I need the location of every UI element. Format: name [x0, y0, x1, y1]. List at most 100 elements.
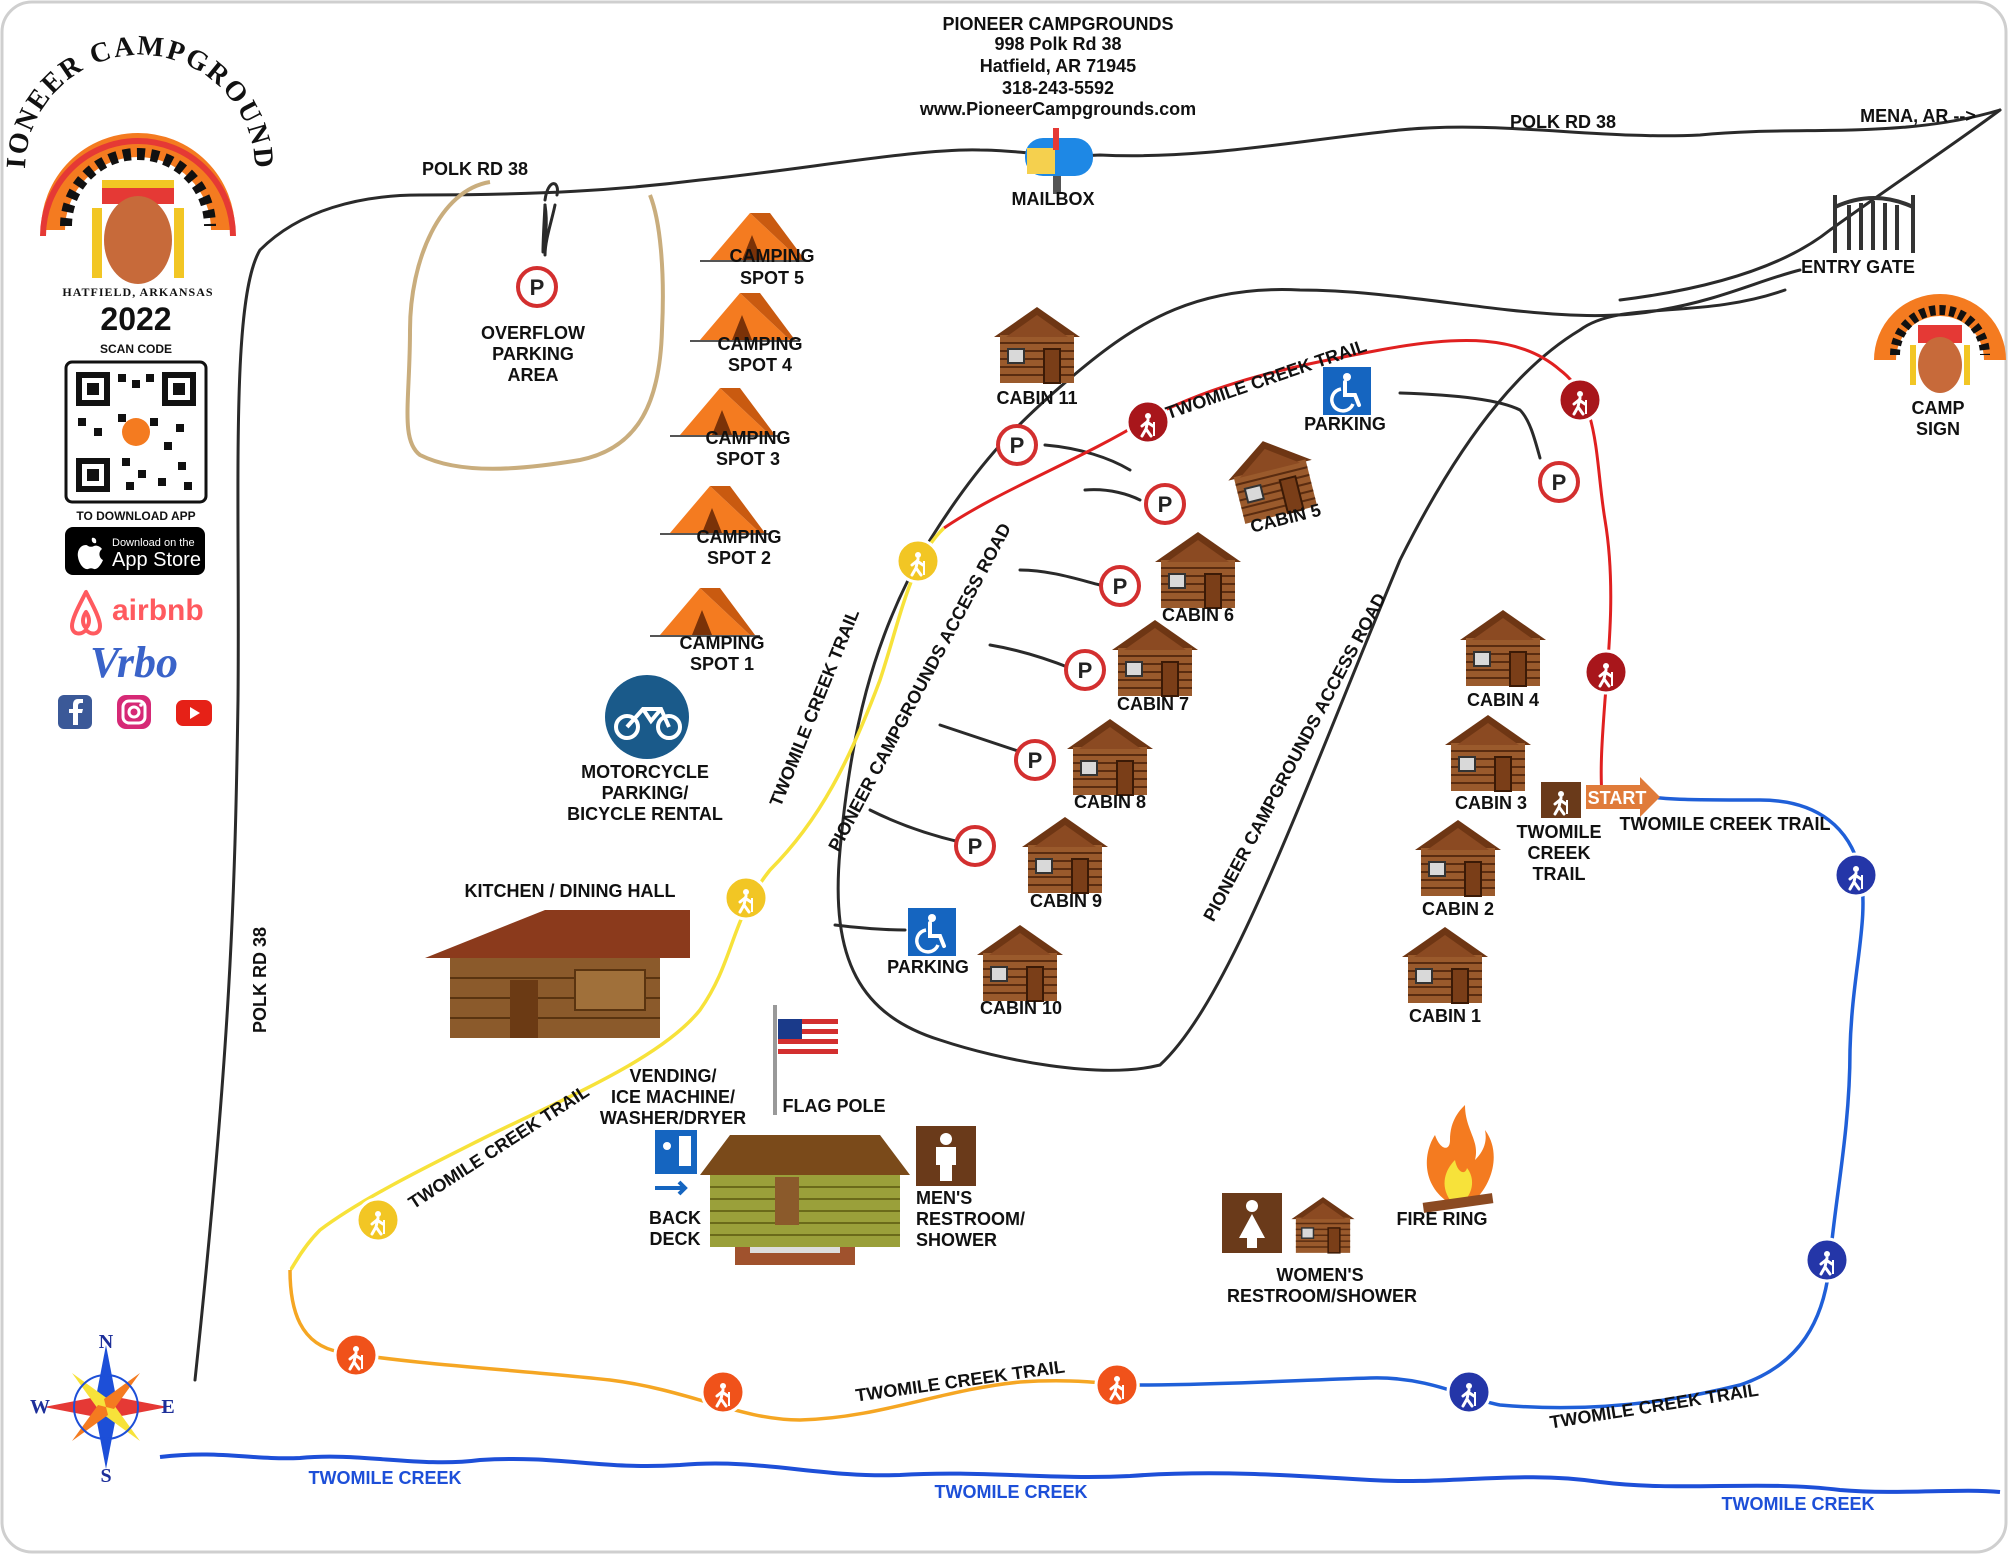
camping-spot-label: SPOT 4 — [728, 355, 792, 375]
parking-sign-icon — [1014, 739, 1056, 781]
vending-machine-icon — [655, 1130, 697, 1196]
camping-spot-1: CAMPING SPOT 1 — [650, 587, 765, 674]
trailhead-label-3: TRAIL — [1533, 864, 1586, 884]
entry-gate-label: ENTRY GATE — [1801, 257, 1915, 277]
website-link: www.PioneerCampgrounds.com — [919, 99, 1196, 119]
facebook-icon[interactable] — [58, 695, 92, 729]
womens-restroom-icon — [1220, 1191, 1284, 1255]
spur-5 — [1083, 488, 1142, 502]
logo-location: HATFIELD, ARKANSAS — [62, 285, 213, 299]
start-arrow-icon: START — [1586, 777, 1660, 817]
accessible-parking-icon — [908, 908, 956, 956]
spur-7 — [988, 643, 1072, 670]
cabin-4: CABIN 4 — [1459, 609, 1547, 710]
instagram-icon[interactable] — [117, 695, 151, 729]
parking-sign-icon — [1538, 461, 1580, 503]
overflow-label-1: OVERFLOW — [481, 323, 585, 343]
road-label-polk-top-right: POLK RD 38 — [1510, 112, 1616, 132]
flag-pole-icon — [773, 1005, 838, 1115]
cabin-label: CABIN 6 — [1162, 605, 1234, 625]
road-label-mena: MENA, AR --> — [1860, 106, 1976, 126]
overflow-label-2: PARKING — [492, 344, 574, 364]
scan-code-label: SCAN CODE — [100, 342, 172, 356]
trailhead-label-2: CREEK — [1527, 843, 1590, 863]
address-line-2: Hatfield, AR 71945 — [980, 56, 1136, 76]
trailhead-icon — [1541, 782, 1581, 818]
camping-spot-label: SPOT 3 — [716, 449, 780, 469]
hiker-marker-blue-icon — [1446, 1369, 1492, 1415]
back-deck-label-1: BACK — [649, 1208, 701, 1228]
camping-spot-label: CAMPING — [718, 334, 803, 354]
hiker-marker-yellow-icon — [895, 538, 941, 584]
kitchen-label: KITCHEN / DINING HALL — [465, 881, 676, 901]
hiker-marker-orange-icon — [1094, 1362, 1140, 1408]
cabin-label: CABIN 7 — [1117, 694, 1189, 714]
camping-spot-label: SPOT 1 — [690, 654, 754, 674]
womens-label-1: WOMEN'S — [1276, 1265, 1363, 1285]
parking-sign-icon — [954, 825, 996, 867]
twomile-creek — [159, 1452, 2001, 1494]
camping-spot-3: CAMPING SPOT 3 — [670, 387, 791, 469]
cabin-1: CABIN 1 — [1401, 926, 1489, 1026]
compass-north: N — [99, 1331, 114, 1353]
headdress-logo-icon — [40, 133, 236, 284]
camping-spot-label: SPOT 5 — [740, 268, 804, 288]
vrbo-link[interactable]: Vrbo — [90, 638, 178, 687]
parking-label-upper: PARKING — [1304, 414, 1386, 434]
road-label-polk-top-left: POLK RD 38 — [422, 159, 528, 179]
page-title: PIONEER CAMPGROUNDS — [942, 14, 1173, 34]
hiker-marker-yellow-icon — [355, 1197, 401, 1243]
fire-ring-label: FIRE RING — [1396, 1209, 1487, 1229]
mens-label-1: MEN'S — [916, 1188, 972, 1208]
cabin-10: CABIN 10 — [976, 924, 1064, 1018]
cabin-3: CABIN 3 — [1444, 714, 1532, 813]
mailbox-icon — [1025, 128, 1093, 194]
overflow-label-3: AREA — [507, 365, 558, 385]
qr-code-icon[interactable] — [64, 360, 208, 504]
cabin-label: CABIN 3 — [1455, 793, 1527, 813]
vending-label-1: VENDING/ — [629, 1066, 716, 1086]
vending-label-2: ICE MACHINE/ — [611, 1087, 735, 1107]
hiker-marker-red-icon — [1557, 377, 1603, 423]
app-store-badge[interactable]: Download on the App Store — [65, 527, 205, 575]
header: PIONEER CAMPGROUNDS 998 Polk Rd 38 Hatfi… — [919, 14, 1196, 119]
apple-icon — [77, 537, 103, 570]
hiker-marker-red-icon — [1125, 399, 1171, 445]
cabin-label: CABIN 8 — [1074, 792, 1146, 812]
trail-label-blue-right: TWOMILE CREEK TRAIL — [1620, 814, 1831, 834]
trail-markers — [333, 377, 1879, 1415]
cabin-label: CABIN 10 — [980, 998, 1062, 1018]
motorcycle-label-2: PARKING/ — [602, 783, 689, 803]
back-deck-label-2: DECK — [649, 1229, 700, 1249]
gate-connector-road — [1618, 108, 2002, 302]
compass-east: E — [161, 1396, 174, 1418]
mens-restroom-icon — [914, 1124, 978, 1188]
cabin-label: CABIN 1 — [1409, 1006, 1481, 1026]
creek-label-right: TWOMILE CREEK — [1722, 1494, 1875, 1514]
creek-label-middle: TWOMILE CREEK — [935, 1482, 1088, 1502]
camping-spot-label: SPOT 2 — [707, 548, 771, 568]
youtube-icon[interactable] — [176, 700, 212, 726]
hiker-marker-orange-icon — [333, 1332, 379, 1378]
download-app-label: TO DOWNLOAD APP — [76, 509, 195, 523]
camping-spot-4: CAMPING SPOT 4 — [690, 292, 803, 375]
trail-yellow — [288, 526, 946, 1272]
road-label-polk-left: POLK RD 38 — [250, 927, 270, 1033]
cabin-11: CABIN 11 — [993, 306, 1081, 408]
womens-label-2: RESTROOM/SHOWER — [1227, 1286, 1417, 1306]
camping-spot-label: CAMPING — [730, 246, 815, 266]
compass-rose-icon — [44, 1345, 168, 1469]
camping-spot-label: CAMPING — [706, 428, 791, 448]
airbnb-icon — [70, 590, 102, 636]
flag-pole-label: FLAG POLE — [783, 1096, 886, 1116]
airbnb-link[interactable]: airbnb — [70, 590, 204, 636]
mens-label-3: SHOWER — [916, 1230, 997, 1250]
parking-sign-icon — [516, 266, 558, 308]
phone-number: 318-243-5592 — [1002, 78, 1114, 98]
spur-right — [1398, 391, 1542, 460]
motorcycle-label-3: BICYCLE RENTAL — [567, 804, 723, 824]
spur-9 — [868, 808, 962, 844]
vending-label-3: WASHER/DRYER — [600, 1108, 746, 1128]
trailhead-label-1: TWOMILE — [1517, 822, 1602, 842]
start-label: START — [1588, 788, 1647, 808]
